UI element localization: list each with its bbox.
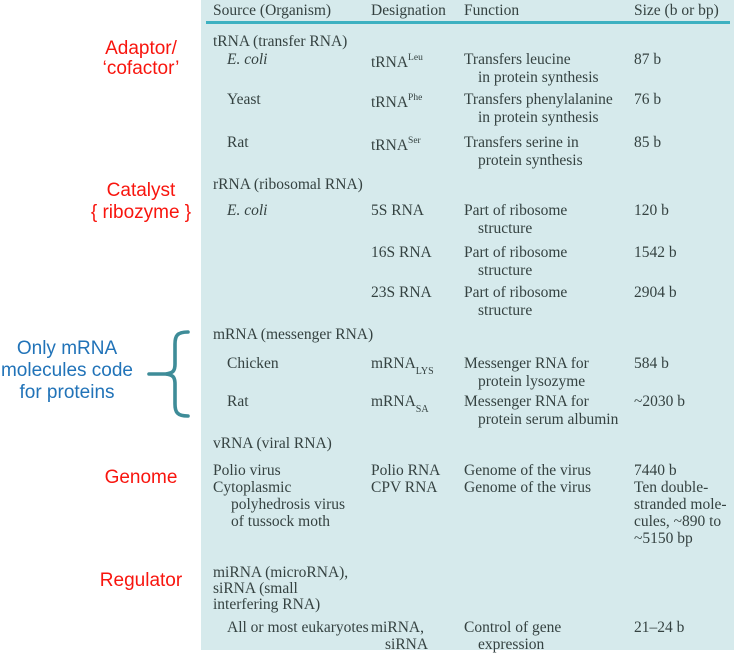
row-designation: CPV RNA bbox=[371, 479, 438, 496]
row-designation: 16S RNA bbox=[371, 244, 432, 261]
col-header-designation: Designation bbox=[371, 2, 446, 19]
row-size-line: ~5150 bp bbox=[634, 530, 693, 547]
col-header-source: Source (Organism) bbox=[213, 2, 332, 19]
row-function-line: in protein synthesis bbox=[478, 109, 599, 126]
row-source-line: polyhedrosis virus bbox=[231, 496, 346, 513]
row-size: ~2030 b bbox=[634, 393, 686, 410]
annotation-line: for proteins bbox=[19, 382, 115, 403]
row-size-line: Ten double- bbox=[634, 479, 709, 496]
row-source-line: Cytoplasmic bbox=[213, 479, 292, 496]
row-function-line: protein lysozyme bbox=[478, 373, 586, 390]
row-function-line: Genome of the virus bbox=[464, 479, 591, 496]
row-designation-line: miRNA, bbox=[371, 619, 424, 636]
row-function-line: structure bbox=[478, 220, 533, 237]
annotation-line: ‘cofactor’ bbox=[102, 58, 180, 79]
row-source-line: of tussock moth bbox=[231, 513, 331, 530]
row-size: 87 b bbox=[634, 51, 662, 68]
group-label-trna: tRNA (transfer RNA) bbox=[213, 33, 348, 50]
row-size: 7440 b bbox=[634, 462, 677, 479]
row-source: All or most eukaryotes bbox=[227, 619, 369, 636]
row-source: E. coli bbox=[227, 202, 268, 219]
row-function-line: Transfers leucine bbox=[464, 51, 571, 68]
header-rule bbox=[206, 21, 730, 24]
row-size: 120 b bbox=[634, 202, 669, 219]
row-size: 85 b bbox=[634, 134, 662, 151]
designation-base: mRNA bbox=[371, 355, 416, 372]
annotation-line: Only mRNA bbox=[16, 338, 118, 359]
row-function-line: in protein synthesis bbox=[478, 69, 599, 86]
row-size: 76 b bbox=[634, 91, 662, 108]
row-function-line: Control of gene bbox=[464, 619, 562, 636]
row-size: 21–24 b bbox=[634, 619, 685, 636]
group-label-rrna: rRNA (ribosomal RNA) bbox=[213, 176, 363, 193]
row-function-line: protein synthesis bbox=[478, 152, 583, 169]
row-function-line: Part of ribosome bbox=[464, 284, 568, 301]
row-source: Polio virus bbox=[213, 462, 281, 479]
annotation-adaptor: Adaptor/ ‘cofactor’ bbox=[61, 39, 221, 79]
row-designation: 5S RNA bbox=[371, 202, 424, 219]
row-designation: mRNASA bbox=[371, 393, 429, 416]
row-source: Chicken bbox=[227, 355, 279, 372]
row-designation: tRNASer bbox=[371, 134, 421, 154]
col-header-size: Size (b or bp) bbox=[634, 2, 719, 19]
row-designation: tRNAPhe bbox=[371, 91, 422, 111]
row-function-line: Transfers serine in bbox=[464, 134, 579, 151]
annotation-line: { ribozyme } bbox=[90, 202, 192, 223]
brace-icon bbox=[147, 330, 190, 418]
row-source: Yeast bbox=[227, 91, 261, 108]
row-function-line: Part of ribosome bbox=[464, 202, 568, 219]
annotation-line: Adaptor/ bbox=[105, 38, 177, 59]
row-size-line: stranded mole- bbox=[634, 496, 727, 513]
group-label-mirna-line: interfering RNA) bbox=[213, 596, 321, 613]
row-function-line: Messenger RNA for bbox=[464, 355, 589, 372]
row-designation: 23S RNA bbox=[371, 284, 432, 301]
row-source: Rat bbox=[227, 393, 249, 410]
designation-base: mRNA bbox=[371, 393, 416, 410]
designation-sub: LYS bbox=[415, 366, 434, 378]
col-header-function: Function bbox=[464, 2, 520, 19]
row-designation: Polio RNA bbox=[371, 462, 441, 479]
row-designation: mRNALYS bbox=[371, 355, 434, 378]
row-function-line: Genome of the virus bbox=[464, 462, 591, 479]
designation-base: tRNA bbox=[371, 94, 409, 112]
annotation-genome: Genome bbox=[104, 467, 178, 488]
group-label-mrna: mRNA (messenger RNA) bbox=[213, 326, 374, 343]
row-function-line: expression bbox=[478, 636, 545, 653]
row-size: 1542 b bbox=[634, 244, 677, 261]
row-function-line: Messenger RNA for bbox=[464, 393, 589, 410]
designation-sup: Leu bbox=[408, 53, 423, 63]
row-size-line: cules, ~890 to bbox=[634, 513, 722, 530]
annotation-line: Catalyst bbox=[106, 180, 176, 201]
group-label-mirna-line: miRNA (microRNA), bbox=[213, 564, 349, 581]
group-label-vrna: vRNA (viral RNA) bbox=[213, 435, 332, 452]
row-size: 2904 b bbox=[634, 284, 677, 301]
annotation-mrna-note: Only mRNA molecules code for proteins bbox=[0, 338, 142, 404]
annotation-regulator: Regulator bbox=[99, 570, 183, 591]
row-source: E. coli bbox=[227, 51, 268, 68]
row-designation: tRNALeu bbox=[371, 51, 423, 71]
row-function-line: structure bbox=[478, 302, 533, 319]
table-panel bbox=[201, 0, 734, 650]
row-function-line: protein serum albumin bbox=[478, 411, 619, 428]
row-function-line: Part of ribosome bbox=[464, 244, 568, 261]
annotation-catalyst: Catalyst { ribozyme } bbox=[61, 180, 221, 224]
row-function-line: Transfers phenylalanine bbox=[464, 91, 613, 108]
designation-sub: SA bbox=[415, 404, 429, 416]
designation-sup: Phe bbox=[408, 93, 423, 103]
group-label-mirna-line: siRNA (small bbox=[213, 580, 298, 597]
designation-base: tRNA bbox=[371, 137, 409, 155]
annotation-line: molecules code bbox=[0, 360, 134, 381]
designation-sup: Ser bbox=[408, 136, 421, 146]
row-function-line: structure bbox=[478, 262, 533, 279]
designation-base: tRNA bbox=[371, 54, 409, 72]
row-designation-line: siRNA bbox=[385, 636, 429, 653]
row-source: Rat bbox=[227, 134, 249, 151]
row-size: 584 b bbox=[634, 355, 669, 372]
